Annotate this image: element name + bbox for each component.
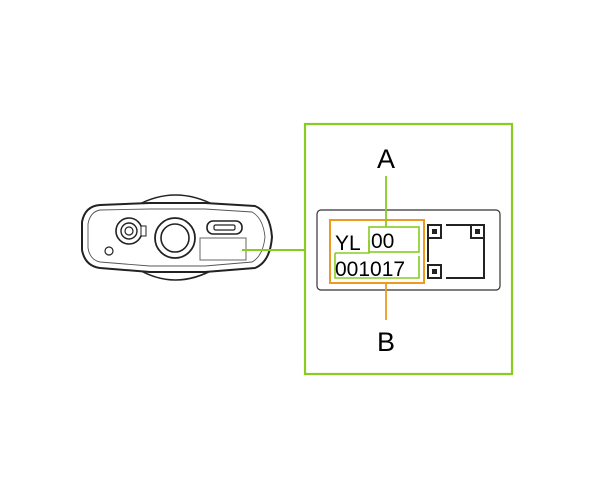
serial-line2: 001017	[335, 258, 405, 281]
callout-a-label: A	[377, 144, 395, 174]
indicator-dot	[104, 246, 114, 256]
serial-line1-prefix: YL	[335, 232, 361, 255]
qr-code-icon	[427, 224, 485, 279]
callout-b-label: B	[377, 327, 395, 357]
serial-line1-suffix: 00	[371, 230, 394, 253]
serial-highlight-orange	[329, 219, 425, 284]
lens-icon	[154, 217, 196, 259]
serial-highlight-a	[368, 226, 420, 253]
usb-port-icon	[206, 220, 243, 235]
mount-ring	[115, 217, 147, 245]
label-area-on-camera	[199, 237, 247, 261]
label-plate	[316, 209, 501, 291]
serial-highlight-b	[334, 240, 420, 279]
